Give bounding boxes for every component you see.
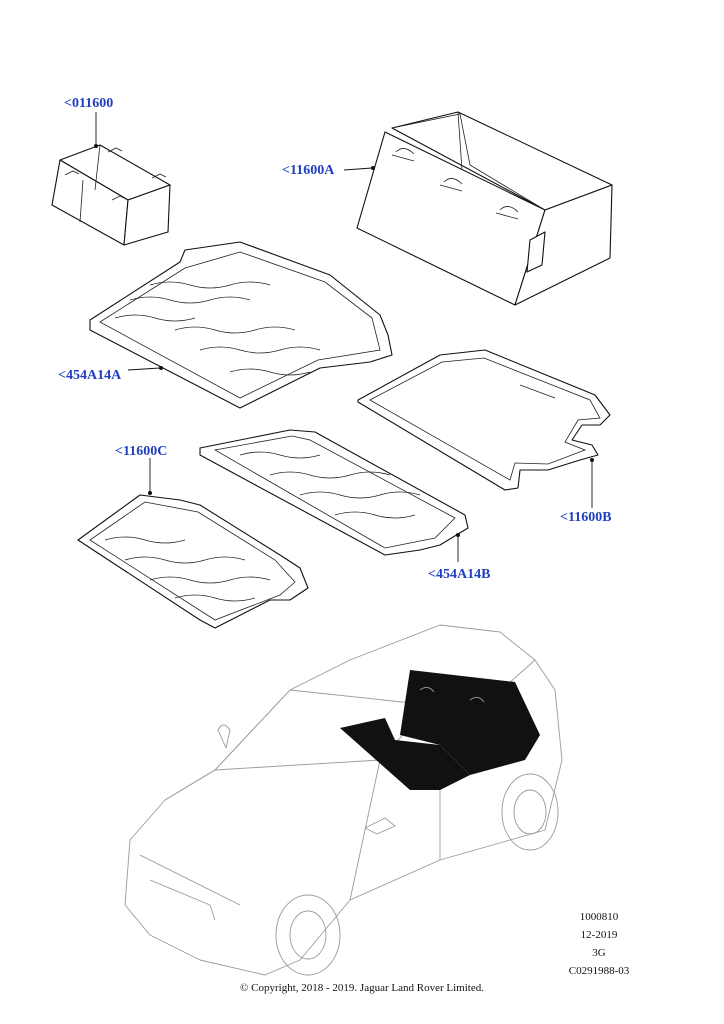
diagram-code: 3G bbox=[592, 947, 606, 959]
copyright-notice: © Copyright, 2018 - 2019. Jaguar Land Ro… bbox=[240, 982, 484, 994]
callout-011600[interactable]: <011600 bbox=[64, 96, 114, 111]
part-load-box-large[interactable] bbox=[356, 111, 613, 306]
callout-11600a[interactable]: <11600A bbox=[282, 163, 335, 178]
diagram-date: 12-2019 bbox=[580, 929, 618, 941]
diagram-catalog-number: C0291988-03 bbox=[568, 965, 630, 977]
part-load-mat-b[interactable] bbox=[199, 429, 469, 556]
vehicle-illustration bbox=[124, 624, 563, 976]
part-loadspace-cover[interactable] bbox=[357, 349, 611, 491]
callout-454a14a[interactable]: <454A14A bbox=[58, 368, 122, 383]
callout-454a14b[interactable]: <454A14B bbox=[428, 567, 491, 582]
callout-11600b[interactable]: <11600B bbox=[560, 510, 612, 525]
part-storage-box-small[interactable] bbox=[51, 144, 171, 246]
diagram-ref-number: 1000810 bbox=[579, 911, 619, 923]
part-load-mat-a[interactable] bbox=[89, 241, 393, 409]
leader-lines bbox=[94, 112, 594, 562]
callout-11600c[interactable]: <11600C bbox=[115, 444, 168, 459]
part-load-mat-c[interactable] bbox=[77, 494, 309, 629]
